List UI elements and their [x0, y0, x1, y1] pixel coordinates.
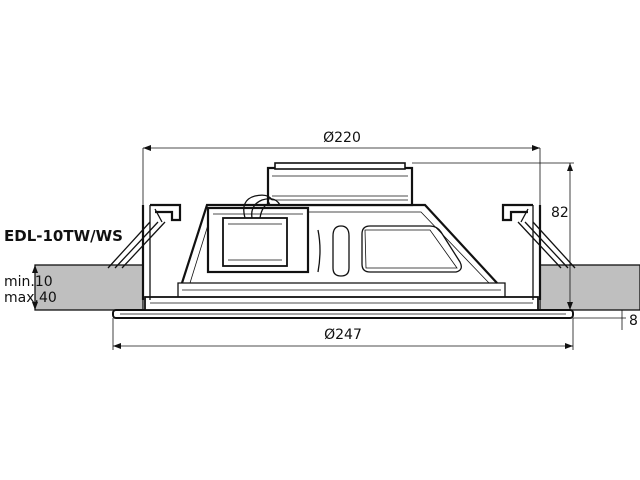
basket-window-large [361, 225, 462, 273]
dimension-height [412, 162, 580, 311]
front-flange [112, 309, 574, 319]
mounting-clamp-right [501, 203, 576, 300]
magnet-assembly [266, 162, 414, 207]
ceiling-panel-left [34, 264, 144, 311]
model-label: EDL-10TW/WS [4, 227, 123, 245]
dimension-flange-thickness [573, 309, 626, 330]
dimension-diameter-overall-label: Ø247 [324, 327, 362, 343]
dimension-diameter-cutout-label: Ø220 [323, 130, 361, 146]
dimension-ceiling-max-label: max.40 [4, 290, 57, 306]
dimension-ceiling-min-label: min.10 [4, 274, 53, 290]
basket-window-slot [332, 225, 350, 277]
dimension-height-label: 82 [551, 205, 569, 221]
dimension-ceiling-thickness [32, 265, 38, 310]
ceiling-panel-right [539, 264, 640, 311]
transformer-wires [243, 194, 281, 219]
baffle-plate [144, 282, 539, 311]
dimension-flange-thickness-label: 8 [629, 313, 638, 329]
mounting-clamp-left [107, 203, 182, 300]
transformer [206, 206, 310, 274]
dimension-diameter-cutout [142, 145, 541, 205]
dimension-diameter-overall [112, 318, 574, 350]
